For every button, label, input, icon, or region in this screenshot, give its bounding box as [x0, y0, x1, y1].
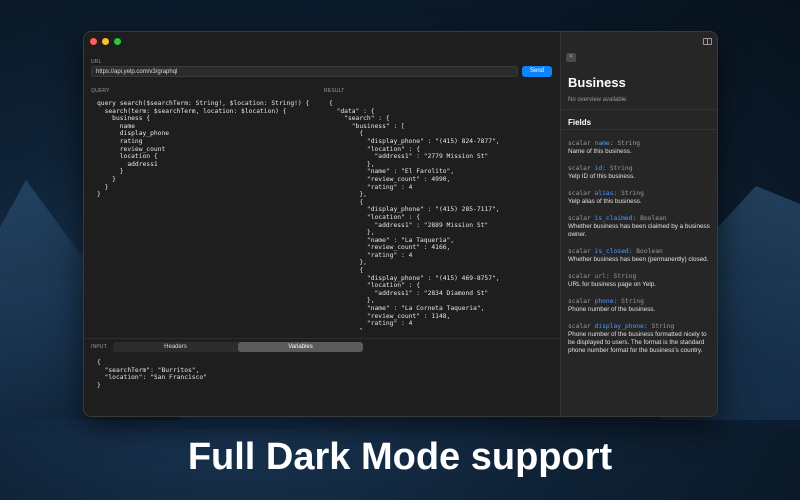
field-kind: scalar [568, 140, 591, 147]
field-name[interactable]: phone [594, 298, 614, 305]
fields-divider [561, 129, 717, 130]
field-type[interactable]: String [617, 140, 641, 147]
result-viewer[interactable]: { "data" : { "search" : { "business" : [… [329, 100, 500, 330]
field-signature: scalar alias: String [568, 190, 644, 197]
field-type[interactable]: String [609, 165, 633, 172]
docs-sidebar: < Business No overview available Fields … [561, 32, 717, 416]
field-signature: scalar display_phone: String [568, 323, 675, 330]
field-item[interactable]: scalar display_phone: String Phone numbe… [568, 322, 714, 355]
field-signature: scalar url: String [568, 273, 637, 280]
field-signature: scalar phone: String [568, 298, 644, 305]
field-description: Phone number of the business. [568, 306, 656, 313]
result-label: RESULT [324, 88, 345, 94]
field-type[interactable]: String [651, 323, 675, 330]
field-description: Yelp alias of this business. [568, 198, 642, 205]
input-divider [84, 338, 560, 339]
marketing-headline: Full Dark Mode support [187, 436, 613, 478]
field-item[interactable]: scalar id: String Yelp ID of this busine… [568, 164, 714, 181]
field-description: Phone number of the business formatted n… [568, 331, 707, 354]
field-description: Name of this business. [568, 148, 632, 155]
query-label: QUERY [91, 88, 110, 94]
field-kind: scalar [568, 215, 591, 222]
window-controls [90, 38, 121, 45]
back-button[interactable]: < [566, 53, 576, 62]
tab-headers[interactable]: Headers [164, 344, 187, 350]
zoom-window-icon[interactable] [114, 38, 121, 45]
field-name[interactable]: name [594, 140, 610, 147]
field-type[interactable]: Boolean [640, 215, 667, 222]
field-signature: scalar is_closed: Boolean [568, 248, 663, 255]
field-name[interactable]: display_phone [594, 323, 644, 330]
pane-divider[interactable] [560, 32, 561, 416]
field-kind: scalar [568, 298, 591, 305]
input-label: INPUT [91, 344, 107, 350]
sidebar-divider [561, 109, 717, 110]
field-description: Whether business has been claimed by a b… [568, 223, 710, 238]
field-description: Yelp ID of this business. [568, 173, 635, 180]
field-type[interactable]: Boolean [636, 248, 663, 255]
variables-editor[interactable]: { "searchTerm": "Burritos", "location": … [97, 359, 207, 389]
field-description: URL for business page on Yelp. [568, 281, 656, 288]
field-signature: scalar name: String [568, 140, 641, 147]
field-name[interactable]: is_claimed [594, 215, 633, 222]
minimize-window-icon[interactable] [102, 38, 109, 45]
input-tabs: Headers Variables [113, 342, 363, 352]
fields-list: scalar name: String Name of this busines… [568, 139, 714, 363]
field-item[interactable]: scalar is_claimed: Boolean Whether busin… [568, 214, 714, 239]
sidebar-toggle-icon[interactable] [703, 38, 712, 45]
field-kind: scalar [568, 165, 591, 172]
close-window-icon[interactable] [90, 38, 97, 45]
field-kind: scalar [568, 248, 591, 255]
fields-heading: Fields [568, 118, 592, 127]
editor-pane: URL https://api.yelp.com/v3/graphql Send… [84, 32, 560, 416]
app-window: URL https://api.yelp.com/v3/graphql Send… [83, 31, 718, 417]
field-signature: scalar id: String [568, 165, 633, 172]
field-name[interactable]: is_closed [594, 248, 629, 255]
field-item[interactable]: scalar is_closed: Boolean Whether busine… [568, 247, 714, 264]
field-type[interactable]: String [621, 298, 644, 305]
field-type[interactable]: String [613, 273, 637, 280]
field-kind: scalar [568, 323, 591, 330]
field-description: Whether business has been (permanently) … [568, 256, 709, 263]
query-editor[interactable]: query search($searchTerm: String!, $loca… [97, 100, 310, 199]
tab-variables[interactable]: Variables [238, 342, 363, 352]
field-item[interactable]: scalar name: String Name of this busines… [568, 139, 714, 156]
field-item[interactable]: scalar alias: String Yelp alias of this … [568, 189, 714, 206]
field-name[interactable]: id [594, 165, 603, 172]
url-input[interactable]: https://api.yelp.com/v3/graphql [91, 66, 518, 77]
field-item[interactable]: scalar url: String URL for business page… [568, 272, 714, 289]
field-item[interactable]: scalar phone: String Phone number of the… [568, 297, 714, 314]
field-kind: scalar [568, 273, 591, 280]
field-name[interactable]: alias [594, 190, 614, 197]
send-button[interactable]: Send [522, 66, 552, 77]
url-label: URL [91, 59, 102, 65]
field-kind: scalar [568, 190, 591, 197]
field-type[interactable]: String [621, 190, 644, 197]
type-overview: No overview available [568, 97, 627, 103]
field-name[interactable]: url [594, 273, 606, 280]
type-title: Business [568, 75, 626, 90]
field-signature: scalar is_claimed: Boolean [568, 215, 667, 222]
